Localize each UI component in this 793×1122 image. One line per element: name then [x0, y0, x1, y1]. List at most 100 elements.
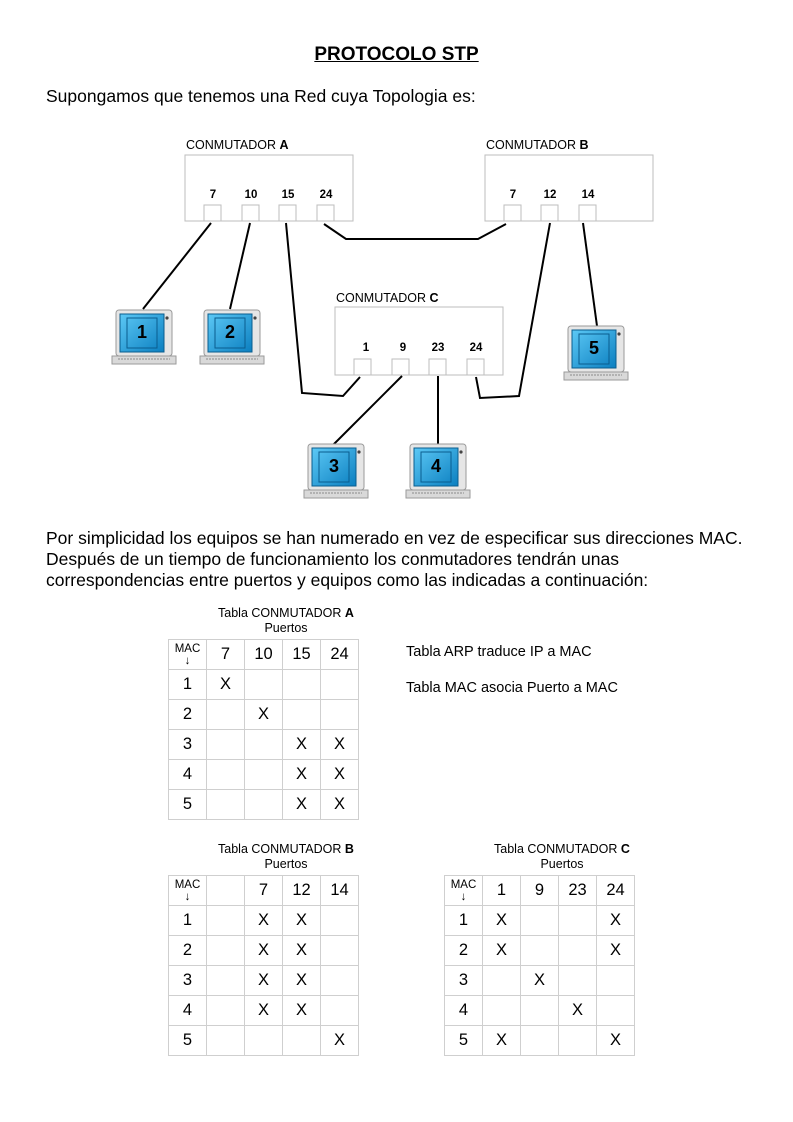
page-title: PROTOCOLO STP [314, 44, 479, 65]
link-b14-pc5 [582, 222, 598, 327]
port-header: 7 [244, 875, 283, 906]
switch-c-port-label: 9 [399, 342, 407, 354]
table-cell [282, 699, 321, 730]
table-cell: X [206, 669, 245, 700]
switch-a-label: CONMUTADOR A [186, 138, 289, 152]
table-cell [320, 935, 359, 966]
table-cell: 4 [168, 759, 207, 790]
table-b-caption: Tabla CONMUTADOR B Puertos [218, 842, 354, 871]
table-cell [206, 995, 245, 1026]
table-cell: X [244, 965, 283, 996]
switch-b-port-14 [578, 204, 597, 222]
table-cell [206, 935, 245, 966]
table-cell [558, 1025, 597, 1056]
port-header: 9 [520, 875, 559, 906]
table-cell [244, 729, 283, 760]
table-cell: X [282, 905, 321, 936]
table-cell: X [282, 729, 321, 760]
table-cell [206, 729, 245, 760]
table-cell [520, 1025, 559, 1056]
computer-3-number: 3 [328, 456, 339, 476]
table-cell: X [596, 935, 635, 966]
computer-1-icon [111, 309, 177, 365]
port-header: 12 [282, 875, 321, 906]
table-cell: X [482, 1025, 521, 1056]
table-header-row: MAC↓ 7 12 14 [168, 875, 359, 906]
switch-c-port-label: 23 [431, 342, 445, 354]
table-cell: 2 [168, 935, 207, 966]
computer-4-number: 4 [430, 456, 441, 476]
switch-c-label: CONMUTADOR C [336, 291, 439, 305]
link-a15-c1 [285, 222, 361, 398]
table-cell [558, 935, 597, 966]
computer-5-icon [563, 325, 629, 381]
table-cell: X [482, 905, 521, 936]
table-cell [320, 965, 359, 996]
switch-b-port-label: 12 [543, 189, 557, 201]
table-cell: 3 [168, 965, 207, 996]
switch-b-port-12 [540, 204, 559, 222]
table-cell: X [244, 935, 283, 966]
switch-a-port-label: 10 [244, 189, 258, 201]
table-cell: 3 [444, 965, 483, 996]
table-cell [244, 789, 283, 820]
link-a24-b7 [323, 223, 507, 240]
table-cell [206, 965, 245, 996]
port-header: 1 [482, 875, 521, 906]
table-cell [244, 669, 283, 700]
table-cell [206, 905, 245, 936]
table-cell [244, 1025, 283, 1056]
port-header: 7 [206, 639, 245, 670]
switch-c-port-label: 1 [362, 342, 370, 354]
table-cell [282, 669, 321, 700]
table-cell: X [282, 935, 321, 966]
link-b12-c24 [475, 222, 551, 400]
port-header [206, 875, 245, 906]
table-cell: 5 [444, 1025, 483, 1056]
table-cell: 4 [444, 995, 483, 1026]
table-cell: X [320, 789, 359, 820]
table-cell: X [320, 759, 359, 790]
table-cell: 2 [168, 699, 207, 730]
switch-b-label: CONMUTADOR B [486, 138, 589, 152]
mac-header: MAC↓ [168, 875, 207, 906]
switch-a-port-label: 15 [281, 189, 295, 201]
table-cell: 1 [168, 669, 207, 700]
table-cell [206, 1025, 245, 1056]
switch-c-port-24 [466, 358, 485, 376]
table-cell: X [282, 759, 321, 790]
port-header: 10 [244, 639, 283, 670]
switch-c-port-9 [391, 358, 410, 376]
link-c9-pc3 [331, 375, 403, 447]
table-cell: X [596, 1025, 635, 1056]
link-a10-pc2 [229, 222, 251, 310]
computer-5-number: 5 [588, 338, 599, 358]
table-cell: 5 [168, 1025, 207, 1056]
table-cell: X [320, 1025, 359, 1056]
switch-c-port-23 [428, 358, 447, 376]
switch-a-port-15 [278, 204, 297, 222]
table-cell: X [596, 905, 635, 936]
table-cell [206, 699, 245, 730]
port-header: 24 [596, 875, 635, 906]
switch-b-port-7 [503, 204, 522, 222]
computer-4-icon [405, 443, 471, 499]
table-cell [596, 965, 635, 996]
table-cell [206, 789, 245, 820]
switch-c-port-1 [353, 358, 372, 376]
table-cell [558, 965, 597, 996]
table-a-caption: Tabla CONMUTADOR A Puertos [218, 606, 354, 635]
table-cell [596, 995, 635, 1026]
